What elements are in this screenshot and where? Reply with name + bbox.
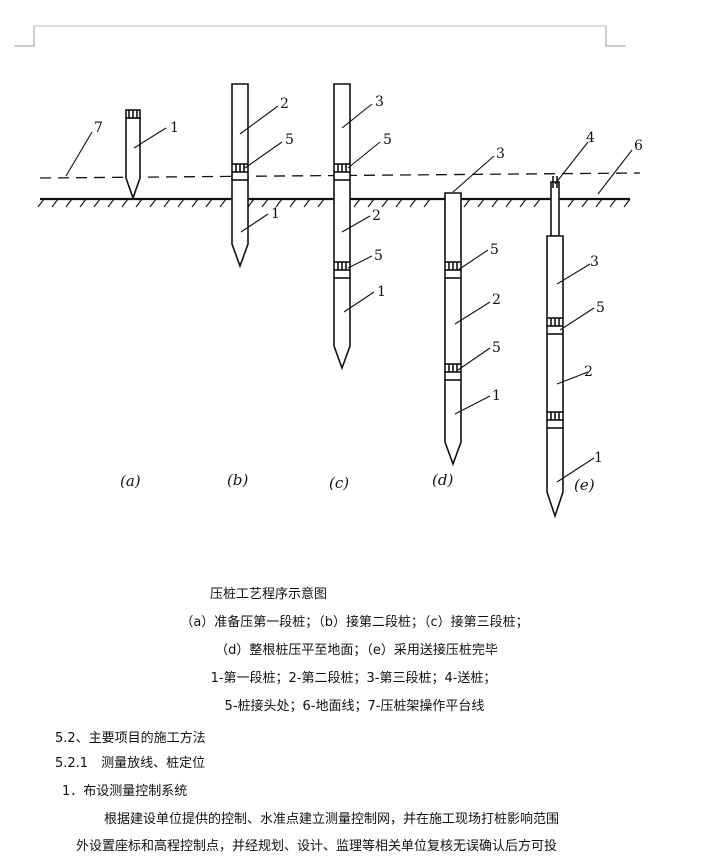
subfigure-label-d: (d) (432, 471, 453, 489)
label-c-1: 1 (377, 284, 386, 300)
pile-b (231, 83, 249, 269)
caption-line-1: （a）准备压第一段桩；（b）接第二段桩；（c）接第三段桩； (180, 615, 529, 630)
label-a-7: 7 (94, 120, 103, 136)
pile-e (546, 176, 564, 519)
label-c-2: 2 (372, 208, 381, 224)
item-heading-1: 1．布设测量控制系统 (62, 784, 188, 799)
pile-pressing-diagram: 1 7 2 5 1 3 5 2 5 1 3 5 2 5 1 4 6 3 5 2 … (14, 25, 643, 519)
corner-mark-left (14, 26, 35, 47)
label-d-5b: 5 (492, 340, 501, 356)
paragraph-line-1: 根据建设单位提供的控制、水准点建立测量控制网，并在施工现场打桩影响范围 (104, 812, 560, 827)
subfigure-label-c: (c) (329, 474, 349, 492)
label-d-3: 3 (496, 146, 505, 162)
label-b-1: 1 (271, 206, 280, 222)
label-c-3: 3 (375, 94, 384, 110)
caption-line-2: （d）整根桩压平至地面；（e）采用送接压桩完毕 (215, 643, 498, 658)
label-e-2: 2 (584, 364, 593, 380)
label-d-5a: 5 (490, 242, 499, 258)
label-d-2: 2 (492, 292, 501, 308)
label-e-6: 6 (634, 138, 643, 154)
label-c-5a: 5 (383, 132, 392, 148)
label-e-1: 1 (594, 450, 603, 466)
subfigure-label-b: (b) (227, 471, 248, 489)
label-b-2: 2 (280, 96, 289, 112)
section-heading-5-2-1: 5.2.1 测量放线、桩定位 (55, 756, 206, 771)
label-e-3: 3 (590, 254, 599, 270)
leader-lines (65, 103, 633, 483)
label-d-1: 1 (492, 388, 501, 404)
label-e-4: 4 (586, 130, 595, 146)
paragraph-line-2: 外设置座标和高程控制点，并经规划、设计、监理等相关单位复核无误确认后方可投 (76, 839, 558, 854)
pile-c (333, 83, 351, 371)
pile-d (444, 192, 462, 467)
subfigure-label-e: (e) (574, 476, 595, 494)
corner-mark-right (605, 26, 626, 47)
caption-line-3: 1-第一段桩；2-第二段桩；3-第三段桩；4-送桩； (210, 671, 497, 686)
section-heading-5-2: 5.2、主要项目的施工方法 (55, 731, 206, 746)
pile-a (125, 109, 141, 201)
label-b-5: 5 (285, 132, 294, 148)
caption-line-4: 5-桩接头处；6-地面线；7-压桩架操作平台线 (224, 699, 485, 714)
label-e-5: 5 (596, 300, 605, 316)
label-a-1: 1 (170, 120, 179, 136)
figure-title: 压桩工艺程序示意图 (209, 587, 327, 602)
subfigure-label-a: (a) (120, 472, 141, 490)
label-c-5b: 5 (374, 248, 383, 264)
